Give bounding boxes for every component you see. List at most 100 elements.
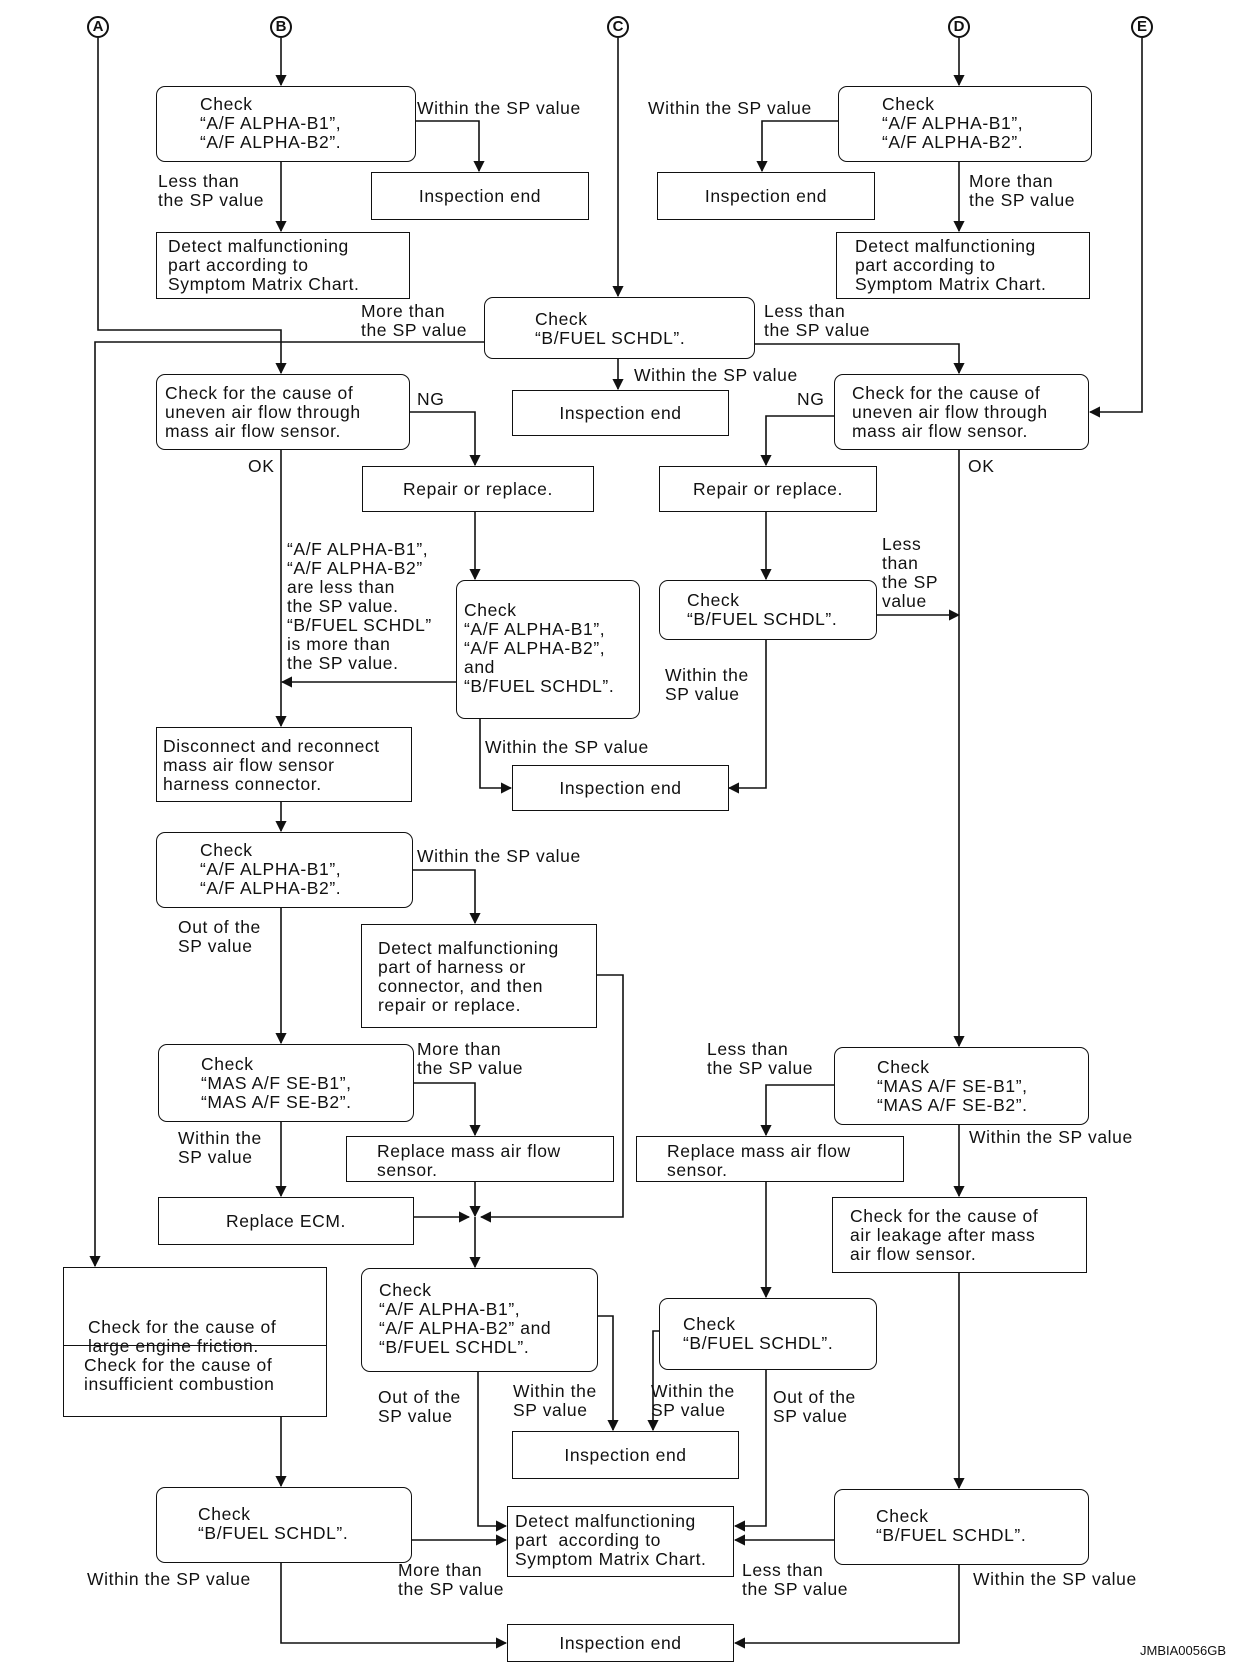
label-mas-within: Within the SP value bbox=[178, 1128, 262, 1167]
label-b-less: Less than the SP value bbox=[158, 171, 265, 210]
label-d-within: Within the SP value bbox=[648, 98, 812, 118]
label-left-ng: NG bbox=[417, 389, 445, 409]
box-text: Check “B/FUEL SCHDL”. bbox=[535, 309, 686, 348]
box-text: Replace ECM. bbox=[225, 1211, 347, 1231]
flow-arrow bbox=[647, 1330, 659, 1432]
inspection-end-lower-box: Inspection end bbox=[512, 1431, 739, 1479]
box-text: Check “B/FUEL SCHDL”. bbox=[876, 1506, 1027, 1545]
box-text: Check for the cause of uneven air flow t… bbox=[165, 383, 361, 441]
label-d-more: More than the SP value bbox=[969, 171, 1076, 210]
flow-arrow bbox=[410, 411, 481, 467]
check-mas-af-right-box: Check “MAS A/F SE-B1”, “MAS A/F SE-B2”. bbox=[834, 1047, 1089, 1125]
label-c-more: More than the SP value bbox=[361, 301, 468, 340]
flow-arrow bbox=[756, 120, 838, 173]
box-text: Check “A/F ALPHA-B1”, “A/F ALPHA-B2”. bbox=[200, 94, 342, 152]
box-text: Inspection end bbox=[559, 403, 682, 423]
flow-arrow bbox=[727, 640, 767, 794]
label-check3-within: Within the SP value bbox=[485, 737, 649, 757]
box-text: Replace mass air flow sensor. bbox=[377, 1141, 561, 1180]
replace-ecm-box: Replace ECM. bbox=[158, 1197, 414, 1245]
connector-d: D bbox=[948, 16, 970, 38]
label-right-mas-within: Within the SP value bbox=[969, 1127, 1133, 1147]
box-text: Inspection end bbox=[559, 1633, 682, 1653]
detect-malfunction-b-box: Detect malfunctioning part according to … bbox=[156, 232, 410, 299]
box-text: Inspection end bbox=[418, 186, 542, 206]
check-af-alpha-d-box: Check “A/F ALPHA-B1”, “A/F ALPHA-B2”. bbox=[838, 86, 1092, 162]
flow-arrow bbox=[755, 343, 965, 375]
flow-arrow bbox=[479, 974, 624, 1223]
box-text: Check for the cause of air leakage after… bbox=[850, 1206, 1039, 1264]
connector-c: C bbox=[607, 16, 629, 38]
flow-arrow bbox=[479, 719, 513, 794]
check-af-alpha-b-box: Check “A/F ALPHA-B1”, “A/F ALPHA-B2”. bbox=[156, 86, 416, 162]
replace-maf-sensor-right-box: Replace mass air flow sensor. bbox=[636, 1136, 904, 1182]
flow-arrow bbox=[97, 38, 287, 375]
check-engine-friction-combustion-box: Check for the cause of large engine fric… bbox=[63, 1267, 327, 1417]
detect-malfunction-d-box: Detect malfunctioning part according to … bbox=[836, 232, 1090, 299]
figure-id: JMBIA0056GB bbox=[1140, 1643, 1226, 1658]
flow-arrow bbox=[1088, 38, 1143, 418]
flow-arrow bbox=[733, 1565, 960, 1649]
label-b-within: Within the SP value bbox=[417, 98, 581, 118]
check-uneven-air-flow-right-box: Check for the cause of uneven air flow t… bbox=[834, 374, 1089, 450]
box-text: Disconnect and reconnect mass air flow s… bbox=[163, 736, 380, 794]
check-af-alpha-second-box: Check “A/F ALPHA-B1”, “A/F ALPHA-B2”. bbox=[156, 832, 413, 908]
flow-arrow bbox=[416, 120, 485, 173]
label-left-ok: OK bbox=[248, 456, 275, 476]
label-alpha-out: Out of the SP value bbox=[178, 917, 261, 956]
label-right-ok: OK bbox=[968, 456, 995, 476]
label-bottom-right-within: Within the SP value bbox=[973, 1569, 1137, 1589]
box-text: Detect malfunctioning part of harness or… bbox=[378, 938, 559, 1015]
label-right-fuel2-within: Within the SP value bbox=[651, 1381, 735, 1420]
check-bfuel-right-lower-box: Check “B/FUEL SCHDL”. bbox=[659, 1298, 877, 1370]
box-text: Check “MAS A/F SE-B1”, “MAS A/F SE-B2”. bbox=[877, 1057, 1028, 1115]
detect-malfunction-bottom-box: Detect malfunctioning part according to … bbox=[507, 1506, 734, 1577]
check-bfuel-bottom-right-box: Check “B/FUEL SCHDL”. bbox=[834, 1489, 1089, 1565]
check-bfuel-c-box: Check “B/FUEL SCHDL”. bbox=[484, 297, 755, 359]
repair-replace-left-box: Repair or replace. bbox=[362, 466, 594, 512]
check-alpha-and-fuel-final-box: Check “A/F ALPHA-B1”, “A/F ALPHA-B2” and… bbox=[361, 1268, 598, 1372]
box-text: Inspection end bbox=[704, 186, 828, 206]
label-c-less: Less than the SP value bbox=[764, 301, 871, 340]
inspection-end-bottom-box: Inspection end bbox=[507, 1624, 734, 1662]
disconnect-reconnect-box: Disconnect and reconnect mass air flow s… bbox=[156, 727, 412, 802]
check-alpha-and-fuel-box: Check “A/F ALPHA-B1”, “A/F ALPHA-B2”, an… bbox=[456, 580, 640, 719]
connector-a: A bbox=[87, 16, 109, 38]
label-bottom-left-within: Within the SP value bbox=[87, 1569, 251, 1589]
label-final-within: Within the SP value bbox=[513, 1381, 597, 1420]
flow-arrow bbox=[89, 341, 484, 1268]
box-text: Check for the cause of large engine fric… bbox=[88, 1317, 277, 1356]
inspection-end-b-box: Inspection end bbox=[371, 172, 589, 220]
box-text: Check “B/FUEL SCHDL”. bbox=[198, 1504, 349, 1543]
label-mas-more: More than the SP value bbox=[417, 1039, 524, 1078]
box-text: Check “A/F ALPHA-B1”, “A/F ALPHA-B2”, an… bbox=[464, 600, 615, 696]
flow-arrow bbox=[733, 1370, 767, 1532]
flow-arrow bbox=[477, 1372, 508, 1532]
box-text: Detect malfunctioning part according to … bbox=[855, 236, 1047, 294]
box-text: Replace mass air flow sensor. bbox=[667, 1141, 851, 1180]
label-bottom-right-less: Less than the SP value bbox=[742, 1560, 849, 1599]
flow-arrow bbox=[760, 415, 834, 467]
label-right-mas-less: Less than the SP value bbox=[707, 1039, 814, 1078]
box-text: Detect malfunctioning part according to … bbox=[515, 1511, 707, 1569]
label-c-within: Within the SP value bbox=[634, 365, 798, 385]
flow-arrow bbox=[598, 1315, 619, 1432]
check-mas-af-left-box: Check “MAS A/F SE-B1”, “MAS A/F SE-B2”. bbox=[158, 1044, 414, 1122]
flow-arrow bbox=[413, 869, 481, 925]
label-bottom-left-more: More than the SP value bbox=[398, 1560, 505, 1599]
inspection-end-middle-box: Inspection end bbox=[512, 765, 729, 811]
box-text: Check “A/F ALPHA-B1”, “A/F ALPHA-B2” and… bbox=[379, 1280, 552, 1357]
flow-arrow bbox=[414, 1082, 481, 1137]
box-text: Check for the cause of uneven air flow t… bbox=[852, 383, 1048, 441]
box-text: Repair or replace. bbox=[403, 479, 553, 499]
connector-b: B bbox=[270, 16, 292, 38]
label-left-note: “A/F ALPHA-B1”, “A/F ALPHA-B2” are less … bbox=[287, 539, 432, 673]
connector-e: E bbox=[1131, 16, 1153, 38]
box-text: Repair or replace. bbox=[693, 479, 843, 499]
box-text: Check “B/FUEL SCHDL”. bbox=[687, 590, 838, 629]
label-right-fuel-within: Within the SP value bbox=[665, 665, 749, 704]
label-alpha-within: Within the SP value bbox=[417, 846, 581, 866]
inspection-end-d-box: Inspection end bbox=[657, 172, 875, 220]
